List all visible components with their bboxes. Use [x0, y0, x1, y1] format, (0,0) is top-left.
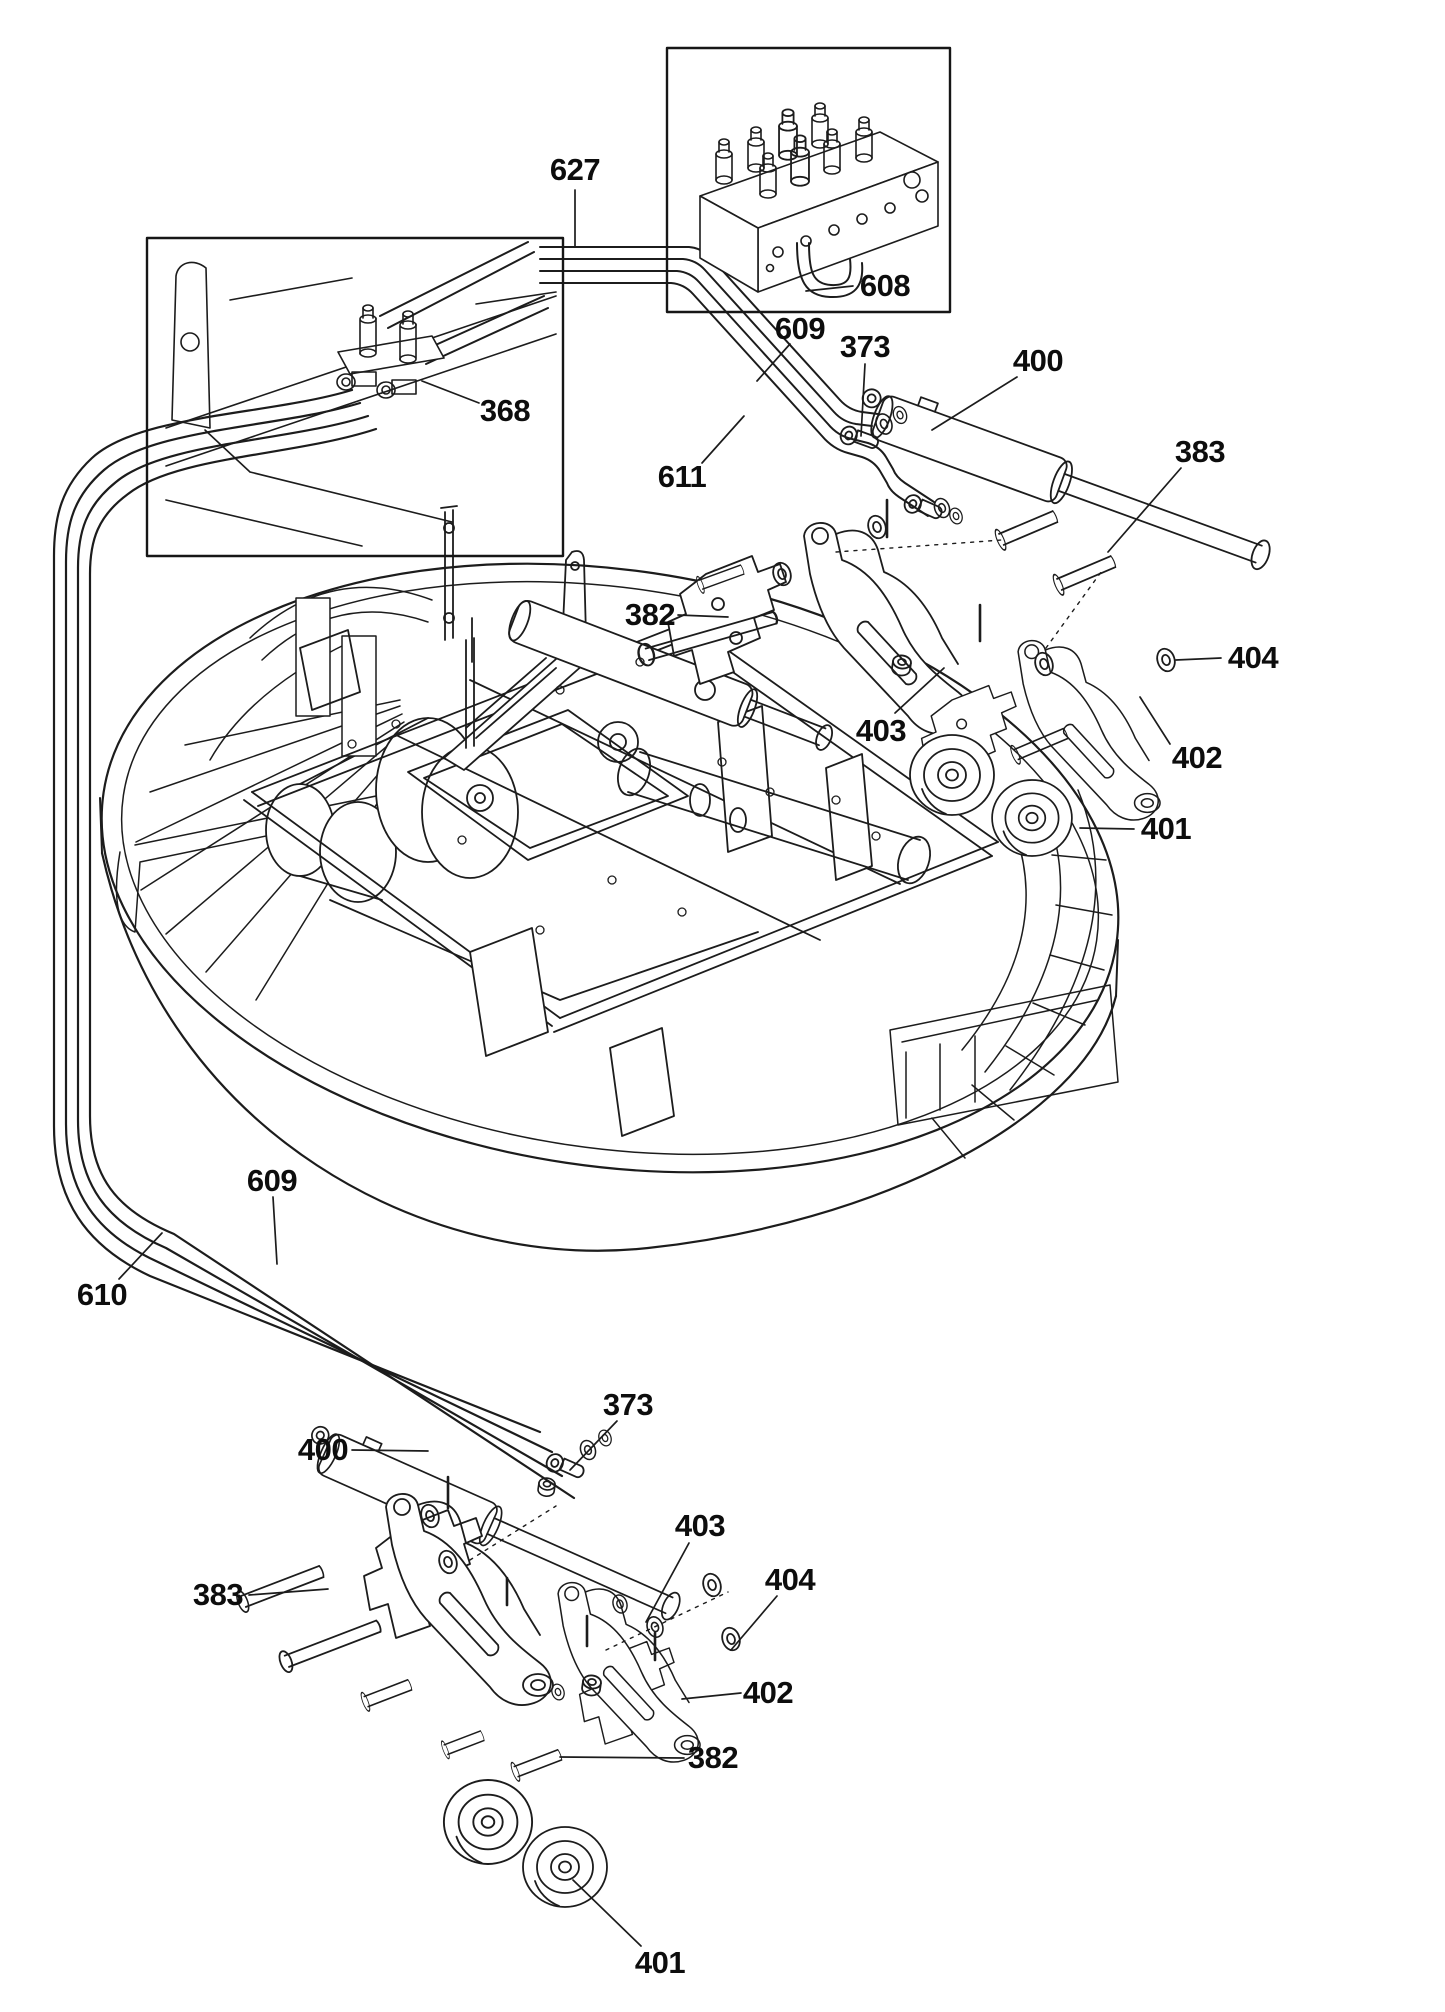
axis-ticks-upper [885, 498, 982, 643]
deck-center-details [347, 505, 931, 935]
part-label-608: 608 [859, 268, 911, 303]
part-label-373-lower: 373 [602, 1387, 654, 1422]
hydraulic-cylinder-400-lower [297, 1415, 691, 1631]
leader-401-upper [1079, 827, 1135, 830]
leader-383-upper [1107, 467, 1182, 553]
deck-top-shields [249, 586, 433, 757]
leader-373-lower [569, 1420, 618, 1471]
leader-368 [421, 380, 480, 404]
inset-box-368 [145, 236, 565, 558]
part-label-400-lower: 400 [297, 1432, 349, 1467]
part-label-373-upper: 373 [839, 329, 891, 364]
inset-box-valve-block [665, 46, 952, 314]
part-label-382-upper: 382 [624, 597, 676, 632]
leader-608 [805, 285, 854, 292]
axis-ticks-lower [446, 1475, 657, 1662]
washer-404-lower [718, 1624, 744, 1654]
part-label-611: 611 [657, 459, 707, 494]
part-label-383-lower: 383 [192, 1577, 244, 1612]
leader-611 [701, 415, 745, 464]
mower-deck [99, 505, 1120, 1252]
part-label-400-upper: 400 [1012, 343, 1064, 378]
axis-dashes-lower [469, 1505, 729, 1651]
pin-383-upper [992, 505, 1062, 553]
leader-401-lower [572, 1879, 642, 1947]
part-label-383-upper: 383 [1174, 434, 1226, 469]
part-label-401-upper: 401 [1140, 811, 1192, 846]
part-label-610: 610 [76, 1277, 128, 1312]
leader-382-upper [677, 614, 729, 618]
part-label-404-lower: 404 [764, 1562, 816, 1597]
leader-383-lower [248, 1588, 329, 1596]
part-label-627: 627 [549, 152, 601, 187]
leader-609-upper [756, 343, 791, 382]
fittings-368 [336, 304, 445, 399]
leader-402-upper [1139, 696, 1171, 745]
left-hose-bundle [52, 388, 576, 1500]
lower-lift-cluster [233, 1415, 744, 1908]
leader-382-lower [559, 1756, 685, 1759]
leader-lines [118, 189, 1222, 1947]
leader-373-upper [860, 363, 866, 437]
pin-383-lower [233, 1559, 328, 1615]
hose-608 [796, 242, 864, 299]
leader-404-upper [1175, 657, 1222, 661]
part-label-401-lower: 401 [634, 1945, 686, 1980]
leader-402-lower [681, 1692, 742, 1700]
part-label-609-left: 609 [246, 1163, 298, 1198]
leader-403-upper [894, 667, 945, 714]
part-label-404-upper: 404 [1227, 640, 1279, 675]
leader-403-lower [645, 1542, 690, 1623]
deck-lift-cylinder [508, 599, 833, 751]
hydraulic-lines-627 [379, 241, 935, 517]
part-label-402-lower: 402 [742, 1675, 794, 1710]
bracket-403-upper [803, 522, 972, 735]
deck-right-ribs [931, 789, 1113, 1159]
axis-dashes-upper [835, 539, 1105, 649]
part-label-609-upper: 609 [774, 311, 826, 346]
part-label-368: 368 [479, 393, 531, 428]
deck-rim [99, 562, 1120, 1252]
valve-block [699, 102, 939, 293]
washer-404-upper [1153, 645, 1179, 675]
leader-400-upper [931, 376, 1018, 431]
leader-610 [118, 1232, 163, 1280]
leader-400-lower [351, 1449, 429, 1452]
gauge-wheels-401-lower [442, 1779, 608, 1908]
part-label-402-upper: 402 [1171, 740, 1223, 775]
part-label-403-lower: 403 [674, 1508, 726, 1543]
leader-609-left [272, 1196, 278, 1265]
upper-lift-cluster [634, 377, 1280, 857]
part-label-403-upper: 403 [855, 713, 907, 748]
part-label-382-lower: 382 [687, 1740, 739, 1775]
hydraulic-cylinder-400-upper [849, 377, 1280, 581]
leader-404-lower [730, 1595, 778, 1651]
bolt-382-lower [508, 1744, 565, 1783]
